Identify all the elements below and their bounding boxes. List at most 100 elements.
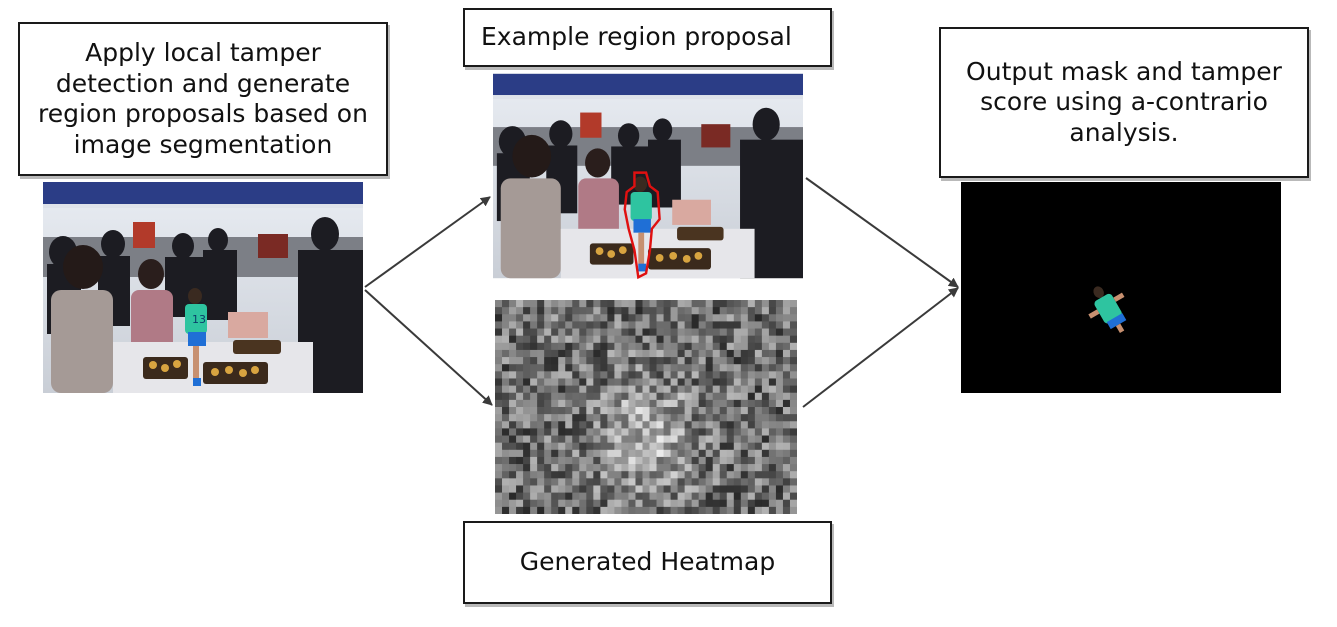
heatmap-cell: [635, 506, 643, 514]
heatmap-cell: [705, 506, 714, 514]
heatmap-cell: [565, 342, 573, 351]
heatmap-cell: [551, 349, 559, 358]
heatmap-cell: [586, 307, 594, 315]
heatmap-cell: [530, 385, 538, 394]
heatmap-cell: [677, 449, 686, 458]
heatmap-cell: [782, 328, 791, 337]
heatmap-cell: [614, 407, 622, 415]
heatmap-cell: [761, 300, 770, 308]
heatmap-cell: [719, 364, 728, 372]
heatmap-cell: [635, 478, 643, 486]
heatmap-cell: [495, 342, 503, 351]
heatmap-cell: [768, 349, 777, 358]
heatmap-cell: [726, 364, 735, 372]
heatmap-cell: [516, 485, 524, 493]
heatmap-cell: [621, 399, 629, 408]
heatmap-cell: [537, 314, 545, 322]
heatmap-cell: [600, 357, 608, 365]
heatmap-cell: [691, 449, 700, 458]
heatmap-cell: [502, 321, 510, 329]
heatmap-cell: [516, 478, 524, 486]
heatmap-cell: [502, 456, 510, 465]
heatmap-cell: [600, 492, 608, 501]
heatmap-cell: [677, 321, 686, 329]
heatmap-cell: [614, 357, 622, 365]
heatmap-cell: [593, 407, 601, 415]
arrow-right-down-icon: [364, 289, 493, 406]
heatmap-cell: [607, 435, 615, 444]
heatmap-cell: [747, 421, 756, 429]
heatmap-cell: [558, 421, 566, 429]
heatmap-cell: [621, 421, 629, 429]
heatmap-cell: [733, 499, 742, 508]
heatmap-cell: [747, 435, 756, 444]
heatmap-cell: [649, 471, 657, 479]
heatmap-cell: [768, 321, 777, 329]
heatmap-cell: [719, 321, 728, 329]
heatmap-cell: [705, 314, 714, 322]
heatmap-cell: [558, 485, 566, 493]
heatmap-cell: [754, 407, 763, 415]
heatmap-cell: [740, 435, 749, 444]
heatmap-cell: [761, 485, 770, 493]
heatmap-cell: [551, 300, 559, 308]
heatmap-cell: [789, 335, 797, 344]
heatmap-cell: [502, 342, 510, 351]
heatmap-cell: [551, 506, 559, 514]
heatmap-cell: [719, 499, 728, 508]
heatmap-cell: [733, 449, 742, 458]
heatmap-cell: [670, 485, 678, 493]
heatmap-cell: [572, 349, 580, 358]
heatmap-cell: [642, 392, 650, 401]
heatmap-cell: [719, 435, 728, 444]
heatmap-cell: [502, 314, 510, 322]
heatmap-cell: [572, 428, 580, 436]
heatmap-cell: [586, 506, 594, 514]
heatmap-cell: [684, 435, 693, 444]
heatmap-cell: [649, 357, 657, 365]
heatmap-cell: [502, 428, 510, 436]
heatmap-cell: [628, 392, 636, 401]
heatmap-cell: [607, 342, 615, 351]
heatmap-cell: [530, 449, 538, 458]
heatmap-cell: [782, 321, 791, 329]
heatmap-cell: [712, 385, 721, 394]
heatmap-cell: [572, 378, 580, 386]
step-example-text: Example region proposal: [481, 22, 792, 52]
heatmap-cell: [677, 314, 686, 322]
heatmap-cell: [691, 342, 700, 351]
heatmap-cell: [509, 378, 517, 386]
heatmap-cell: [614, 314, 622, 322]
heatmap-cell: [754, 421, 763, 429]
heatmap-cell: [663, 421, 671, 429]
heatmap-cell: [537, 499, 545, 508]
heatmap-cell: [593, 449, 601, 458]
heatmap-cell: [747, 357, 756, 365]
heatmap-cell: [712, 342, 721, 351]
heatmap-cell: [733, 392, 742, 401]
heatmap-cell: [530, 485, 538, 493]
heatmap-cell: [684, 449, 693, 458]
heatmap-cell: [726, 506, 735, 514]
heatmap-cell: [740, 414, 749, 422]
heatmap-cell: [509, 471, 517, 479]
heatmap-cell: [747, 399, 756, 408]
heatmap-cell: [684, 321, 693, 329]
heatmap-cell: [544, 314, 552, 322]
heatmap-cell: [698, 478, 707, 486]
heatmap-cell: [740, 392, 749, 401]
heatmap-cell: [733, 349, 742, 358]
heatmap-cell: [607, 300, 615, 308]
heatmap-cell: [740, 342, 749, 351]
heatmap-cell: [768, 435, 777, 444]
heatmap-cell: [607, 478, 615, 486]
heatmap-cell: [572, 464, 580, 472]
heatmap-cell: [670, 407, 678, 415]
heatmap-cell: [607, 349, 615, 358]
heatmap-cell: [537, 300, 545, 308]
heatmap-cell: [684, 428, 693, 436]
heatmap-cell: [502, 392, 510, 401]
heatmap-cell: [516, 464, 524, 472]
heatmap-cell: [600, 428, 608, 436]
heatmap-cell: [705, 414, 714, 422]
